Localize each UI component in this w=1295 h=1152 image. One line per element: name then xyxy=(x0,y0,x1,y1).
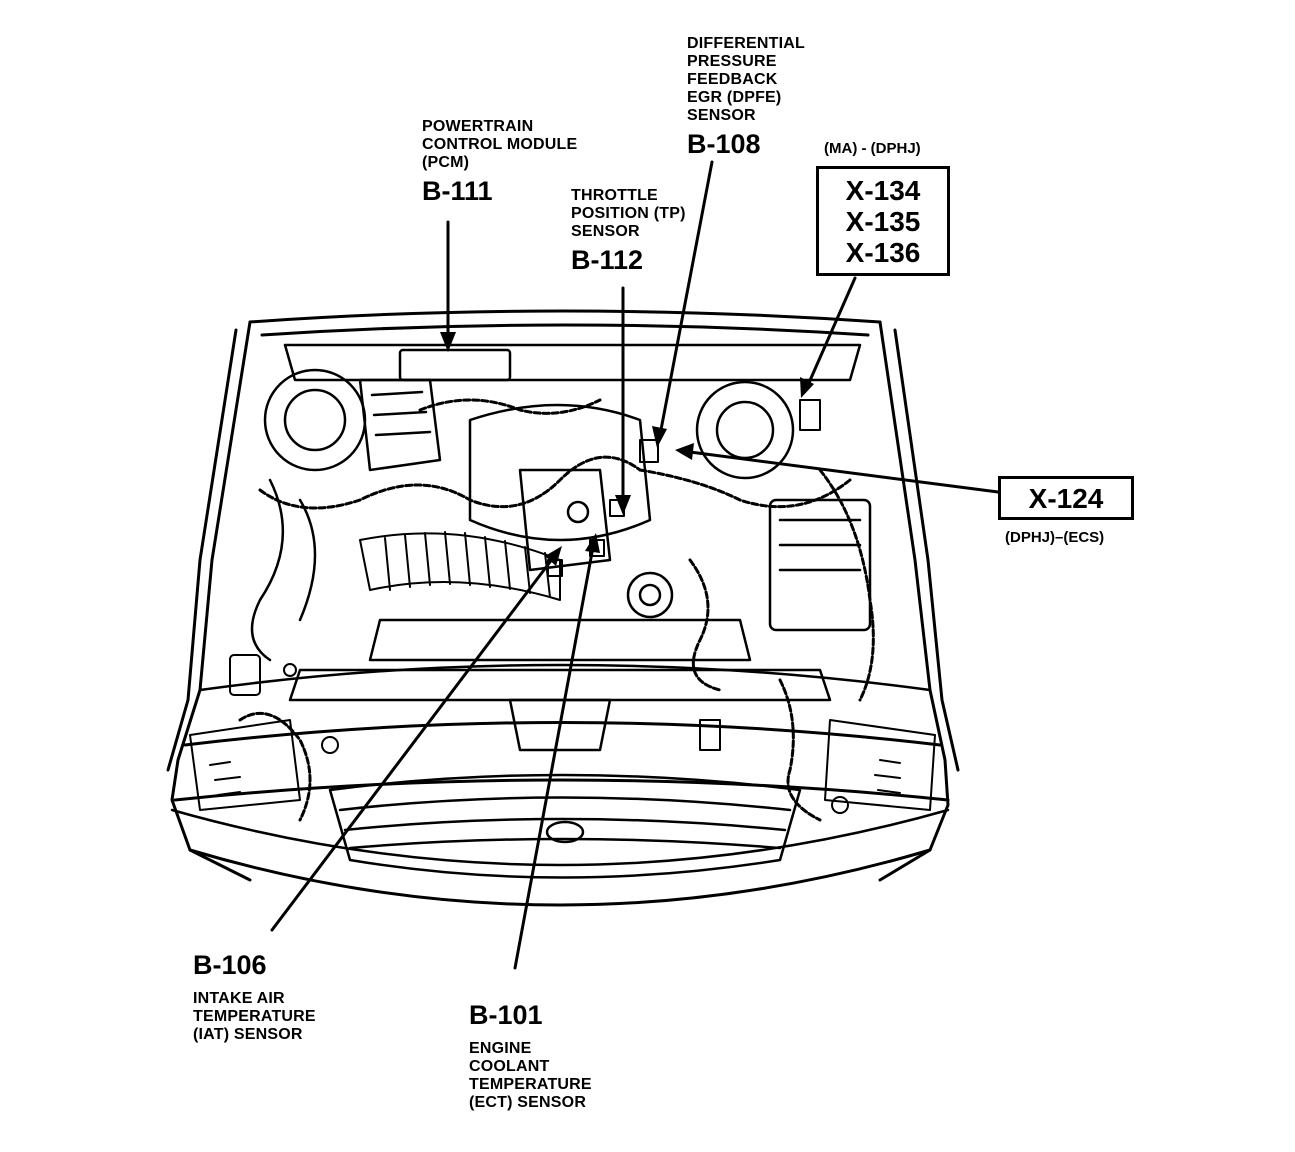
leader-iat xyxy=(270,556,555,932)
pcm-description: POWERTRAIN CONTROL MODULE (PCM) xyxy=(422,118,578,171)
arrow-tp xyxy=(615,495,631,515)
vehicle-body-outline xyxy=(166,309,960,907)
x124-note: (DPHJ)–(ECS) xyxy=(1005,529,1105,546)
ect-code: B-101 xyxy=(469,1000,543,1030)
label-ect-sensor: B-101 ENGINE COOLANT TEMPERATURE (ECT) S… xyxy=(469,1000,592,1112)
x134-group-box: X-134 X-135 X-136 xyxy=(816,166,950,276)
leader-ect xyxy=(513,545,595,970)
label-pcm: POWERTRAIN CONTROL MODULE (PCM) B-111 xyxy=(422,118,577,206)
dpfe-code: B-108 xyxy=(687,129,761,159)
dpfe-description: DIFFERENTIAL PRESSURE FEEDBACK EGR (DPFE… xyxy=(687,35,805,124)
arrow-x124 xyxy=(675,443,694,460)
leader-lines xyxy=(270,160,1000,970)
leader-dpfe xyxy=(658,160,714,437)
wiring-harness xyxy=(238,398,875,822)
label-iat-sensor: B-106 INTAKE AIR TEMPERATURE (IAT) SENSO… xyxy=(193,950,316,1044)
label-dpfe-sensor: DIFFERENTIAL PRESSURE FEEDBACK EGR (DPFE… xyxy=(687,35,805,159)
x134-code: X-134 xyxy=(845,174,921,206)
x134-group-note: (MA) - (DPHJ) xyxy=(824,140,921,157)
x124-box: X-124 xyxy=(998,476,1134,520)
pcm-code: B-111 xyxy=(422,176,493,206)
right-strut-tower xyxy=(695,380,872,632)
leader-x134 xyxy=(806,276,857,387)
leader-x124 xyxy=(688,450,1000,494)
left-strut-tower xyxy=(250,368,367,662)
arrow-x134 xyxy=(800,377,814,398)
headlight-assemblies xyxy=(189,719,936,811)
engine-intake xyxy=(468,403,674,619)
tp-description: THROTTLE POSITION (TP) SENSOR xyxy=(571,187,686,240)
x136-code: X-136 xyxy=(845,236,921,268)
iat-code: B-106 xyxy=(193,950,267,980)
iat-description: INTAKE AIR TEMPERATURE (IAT) SENSOR xyxy=(193,990,316,1043)
pcm-module-area xyxy=(358,348,512,472)
ect-description: ENGINE COOLANT TEMPERATURE (ECT) SENSOR xyxy=(469,1040,592,1111)
arrow-dpfe xyxy=(652,426,667,448)
front-grille xyxy=(328,773,802,879)
arrowheads xyxy=(440,332,814,566)
arrow-iat xyxy=(545,546,562,566)
label-tp-sensor: THROTTLE POSITION (TP) SENSOR B-112 xyxy=(571,187,686,275)
arrow-ect xyxy=(585,533,600,553)
radiator-support xyxy=(283,343,862,752)
x124-code: X-124 xyxy=(1028,482,1104,514)
tp-code: B-112 xyxy=(571,245,644,275)
intake-air-duct xyxy=(359,531,561,601)
x135-code: X-135 xyxy=(845,205,921,237)
arrow-pcm xyxy=(440,332,456,352)
